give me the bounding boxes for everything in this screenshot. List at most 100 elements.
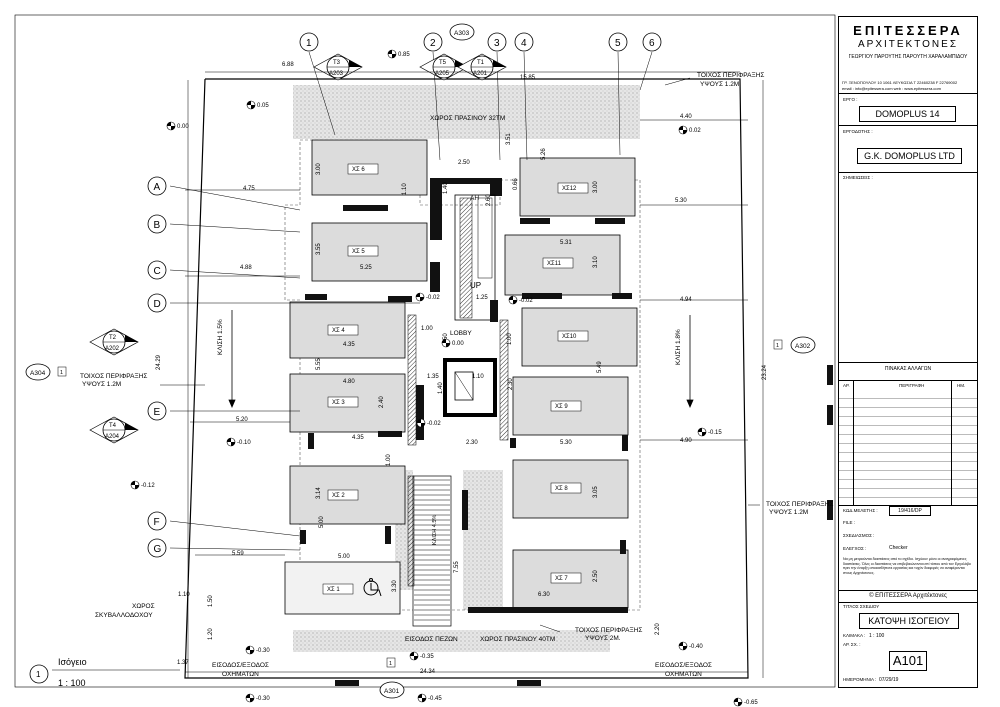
slope-arrows	[228, 310, 694, 409]
dimension-text: 1.00	[386, 454, 392, 466]
parking-label: ΧΣ 5	[352, 249, 365, 255]
view-name: Ισόγειο	[58, 657, 87, 667]
dimension-text: 1.00	[507, 333, 513, 345]
grid-bubble	[147, 538, 167, 558]
parking-label: ΧΣ 4	[332, 328, 345, 334]
section-marker-bottom: A201	[473, 71, 488, 77]
drawing-title-label: ΤΙΤΛΟΣ ΣΧΕΔΙΟΥ	[843, 604, 880, 609]
dimension-text: 1.00	[421, 326, 433, 332]
dimension-text: 2.30	[508, 378, 514, 390]
section-ref-a301: A301 1	[379, 657, 405, 699]
level-value: -0.10	[237, 440, 251, 446]
level-value: -0.02	[427, 421, 441, 427]
grid-label: 4	[521, 38, 527, 49]
level-value: -0.65	[744, 700, 758, 706]
dimension-text: 2.30	[466, 440, 478, 446]
stair-up-label: UP	[470, 281, 481, 290]
grid-bubble	[514, 32, 534, 52]
study-code: 19/416/DP	[889, 506, 931, 516]
dimension-text: 3.30	[392, 580, 398, 592]
view-number: 1	[36, 670, 41, 679]
dimension-text: 3.00	[593, 181, 599, 193]
pedestrian-entry-label: ΕΙΣΟΔΟΣ ΠΕΖΩΝ	[405, 636, 458, 643]
client-name: G.K. DOMOPLUS LTD	[857, 148, 962, 164]
parking-label-box	[327, 489, 359, 501]
dimension-text: 1.40	[438, 382, 444, 394]
grid-label: A	[154, 182, 161, 193]
scale-value: 1 : 100	[869, 633, 885, 639]
svg-text:1: 1	[389, 661, 392, 667]
dimension-text: 5.20	[236, 417, 248, 423]
section-marker-top: T4	[109, 423, 117, 429]
dimension-text: 2.60	[486, 194, 492, 206]
date-label: ΗΜΕΡΟΜΗΝΙΑ :	[843, 677, 877, 682]
stair-core	[430, 178, 502, 322]
grid-label: 6	[649, 38, 655, 49]
parking-label-box	[550, 400, 582, 412]
green-area-bottom	[293, 630, 610, 652]
grid-label: D	[154, 299, 161, 310]
parking-label-box	[322, 583, 354, 595]
grid-bubble	[147, 260, 167, 280]
client-label: ΕΡΓΟΔΟΤΗΣ :	[843, 129, 873, 134]
car-ramp	[407, 475, 468, 627]
section-marker-bottom: A204	[105, 434, 120, 440]
grid-label: B	[154, 220, 161, 231]
parking-label: ΧΣ 9	[555, 404, 568, 410]
wall-bottom-height: ΥΨΟΥΣ 2Μ.	[585, 635, 621, 642]
level-value: -0.30	[256, 696, 270, 702]
dimension-text: 3.05	[593, 486, 599, 498]
dimension-text: 6.88	[282, 62, 294, 68]
dimension-text: 5.55	[316, 358, 322, 370]
dimension-lines	[185, 71, 764, 678]
level-value: -0.45	[428, 696, 442, 702]
grid-bubble	[147, 401, 167, 421]
dimension-text: 5.30	[560, 440, 572, 446]
wall-right-label: ΤΟΙΧΟΣ ΠΕΡΙΦΡΑΞΗΣ	[766, 501, 833, 508]
dimension-text: 1.50	[208, 595, 214, 607]
dimension-text: 2.40	[379, 396, 385, 408]
dimension-text: 3.55	[316, 243, 322, 255]
slope-ramp-label: ΚΛΙΣΗ 4.5%	[432, 515, 438, 545]
svg-text:A304: A304	[30, 370, 46, 377]
svg-text:A301: A301	[384, 688, 400, 695]
level-value: -0.15	[708, 430, 722, 436]
project-label: ΕΡΓΟ :	[843, 97, 858, 102]
dimension-text: 1.10	[178, 592, 190, 598]
grid-bubble	[423, 32, 443, 52]
parking-label-box	[557, 330, 589, 342]
dimension-text: 1.40	[443, 182, 449, 194]
parking-label-box	[550, 482, 582, 494]
wall-right-height: ΥΨΟΥΣ 1.2Μ	[769, 509, 808, 516]
firm-subtitle: ΑΡΧΙΤΕΚΤΟΝΕΣ	[857, 39, 958, 50]
level-value: -0.12	[141, 483, 155, 489]
dimension-text: 4.90	[680, 438, 692, 444]
dimension-text: 5.00	[319, 516, 325, 528]
dimension-text: 3.00	[316, 163, 322, 175]
level-value: 0.02	[689, 128, 701, 134]
dimension-text: 1.20	[208, 628, 214, 640]
view-title: 1 Ισόγειο 1 : 100	[29, 657, 180, 688]
parking-label: ΧΣ 3	[332, 400, 345, 406]
dimension-text: 5.00	[338, 554, 350, 560]
dimension-text: 5.31	[560, 240, 572, 246]
section-marker-bottom: A205	[435, 71, 450, 77]
grid-bubble	[147, 293, 167, 313]
parking-label-box	[327, 396, 359, 408]
lobby-label: LOBBY	[450, 330, 472, 337]
svg-text:A302: A302	[795, 343, 811, 350]
changes-title: ΠΙΝΑΚΑΣ ΑΛΛΑΓΩΝ	[884, 366, 932, 372]
annotations: ΧΩΡΟΣ ΠΡΑΣΙΝΟΥ 32ΤΜ ΧΩΡΟΣ ΠΡΑΣΙΝΟΥ 40ΤΜ …	[80, 72, 833, 678]
grid-label: 2	[430, 38, 436, 49]
section-ref-a304: A304 1	[25, 363, 67, 381]
grid-label: F	[154, 517, 160, 528]
drawing-title: ΚΑΤΟΨΗ ΙΣΟΓΕΙΟΥ	[859, 613, 959, 629]
parking-label-box	[347, 163, 379, 175]
leaders	[160, 77, 760, 633]
dimension-text: 4.35	[343, 342, 355, 348]
dimension-text: 4.40	[680, 114, 692, 120]
scale-label: ΚΛΙΜΑΚΑ :	[843, 633, 866, 638]
dimension-text: 24.29	[156, 354, 162, 370]
